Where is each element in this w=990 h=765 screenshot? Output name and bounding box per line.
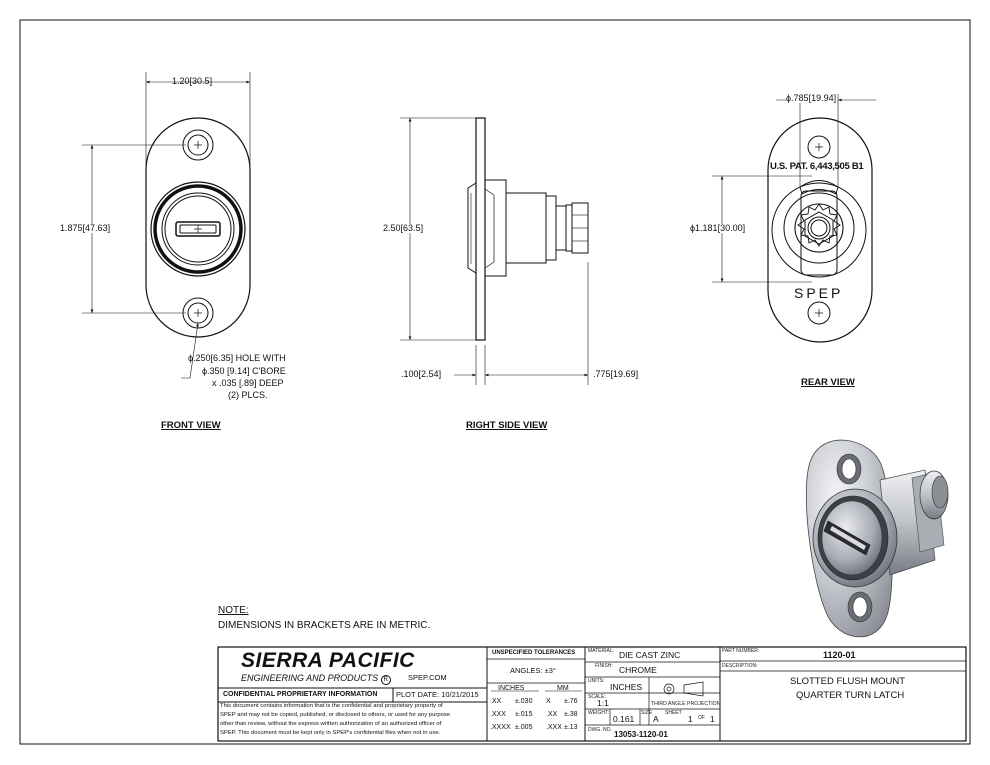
rear-view-drawing — [712, 94, 876, 343]
scale-label: SCALE: — [588, 694, 606, 700]
tol-row-1-in: .XX — [490, 698, 502, 705]
isometric-render — [805, 439, 949, 638]
tol-row-2-mm: .XX — [546, 711, 558, 718]
tol-row-3-mm: .XXX — [546, 724, 562, 731]
tol-row-3-in: .XXXX — [490, 724, 511, 731]
weight-value: 0.161 — [613, 714, 635, 724]
scale-value: 1:1 — [597, 698, 609, 708]
note-heading: NOTE: — [218, 605, 249, 616]
confidential-text-4: SPEP. This document must be kept only in… — [220, 730, 441, 736]
front-view-drawing — [82, 72, 251, 379]
tol-row-1-in-val: ±.030 — [515, 698, 533, 705]
rear-small-diameter-dimension: ϕ.785[19.94] — [786, 93, 837, 103]
tol-row-2-mm-val: ±.38 — [564, 711, 578, 718]
confidential-label: CONFIDENTIAL PROPRIETARY INFORMATION — [223, 691, 378, 698]
hole-note-line-2: ϕ.350 [9.14] C'BORE — [202, 366, 286, 376]
material-value: DIE CAST ZINC — [619, 650, 681, 660]
tol-row-2-in: .XXX — [490, 711, 506, 718]
dwg-number: 13053-1120-01 — [614, 730, 668, 739]
size-value: A — [653, 714, 659, 724]
confidential-text-3: other than review, without the express w… — [220, 721, 442, 727]
spep-emboss: SPEP — [794, 285, 844, 301]
sheet-label: SHEET — [665, 710, 682, 716]
side-view-drawing — [400, 117, 589, 385]
front-view-title: FRONT VIEW — [161, 420, 221, 431]
description-line-2: QUARTER TURN LATCH — [796, 690, 905, 701]
part-number: 1120-01 — [823, 650, 856, 660]
tol-row-2-in-val: ±.015 — [515, 711, 533, 718]
sheet-value: 1 — [688, 714, 693, 724]
tol-row-1-mm-val: ±.76 — [564, 698, 578, 705]
front-height-dimension: 1.875[47.63] — [60, 223, 111, 233]
confidential-text-1: This document contains information that … — [220, 703, 443, 709]
weight-label: WEIGHT: — [588, 710, 609, 716]
projection-label: THIRD ANGLE PROJECTION — [651, 701, 721, 707]
plot-date: PLOT DATE: 10/21/2015 — [396, 690, 479, 699]
units-value: INCHES — [610, 682, 643, 692]
description-label: DESCRIPTION: — [722, 663, 758, 669]
of-label: OF — [698, 715, 705, 721]
website: SPEP.COM — [408, 673, 447, 682]
tol-row-1-mm: X — [546, 698, 551, 705]
patent-number: U.S. PAT. 6,443,505 B1 — [770, 161, 864, 172]
finish-value: CHROME — [619, 665, 657, 675]
flange-thickness-dimension: .100[2.54] — [401, 369, 442, 379]
size-label: SIZE — [641, 710, 653, 716]
registered-mark: R — [380, 675, 391, 685]
front-width-dimension: 1.20[30.5] — [172, 76, 213, 86]
side-view-title: RIGHT SIDE VIEW — [466, 420, 548, 431]
side-depth-dimension: .775[19.69] — [593, 369, 639, 379]
side-height-dimension: 2.50[63.5] — [383, 223, 424, 233]
angle-tolerance: ANGLES: ±3° — [510, 666, 556, 675]
dwg-label: DWG. NO. — [588, 727, 612, 733]
tol-row-3-mm-val: ±.13 — [564, 724, 578, 731]
sheet-border — [19, 19, 971, 745]
rear-large-diameter-dimension: ϕ1.181[30.00] — [690, 223, 746, 233]
tolerance-inches-label: INCHES — [498, 685, 525, 692]
company-subtitle: ENGINEERING AND PRODUCTS R — [241, 674, 391, 685]
tolerance-mm-label: MM — [557, 685, 569, 692]
hole-note-line-3: x .035 [.89] DEEP — [212, 378, 284, 388]
rear-view-title: REAR VIEW — [801, 377, 855, 388]
tol-row-3-in-val: ±.005 — [515, 724, 533, 731]
confidential-text-2: SPEP and may not be copied, published, o… — [220, 712, 451, 718]
units-label: UNITS: — [588, 678, 605, 684]
description-line-1: SLOTTED FLUSH MOUNT — [790, 676, 906, 687]
finish-label: FINISH: — [595, 663, 613, 669]
material-label: MATERIAL: — [588, 648, 615, 654]
part-number-label: PART NUMBER: — [722, 648, 760, 654]
company-name: SIERRA PACIFIC — [241, 649, 415, 672]
note-text: DIMENSIONS IN BRACKETS ARE IN METRIC. — [218, 620, 431, 631]
tolerances-heading: UNSPECIFIED TOLERANCES — [492, 650, 576, 656]
sheet-total-value: 1 — [710, 714, 715, 724]
hole-note-line-4: (2) PLCS. — [228, 390, 268, 400]
hole-note-line-1: ϕ.250[6.35] HOLE WITH — [188, 353, 286, 363]
title-block-frame — [217, 646, 967, 742]
